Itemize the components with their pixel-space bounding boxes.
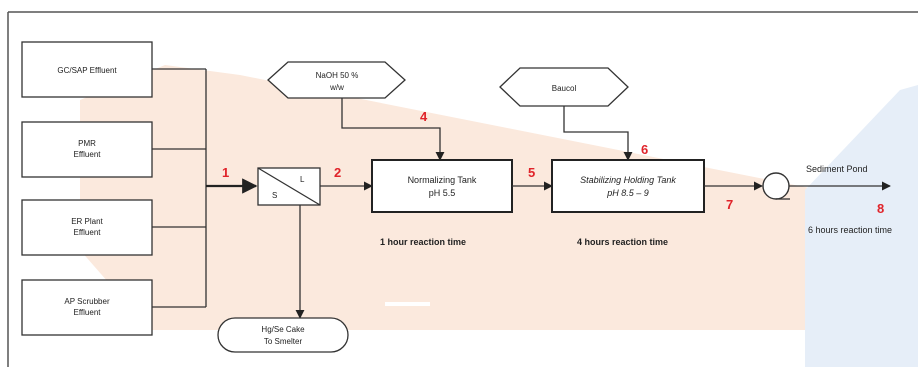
separator-box: L S [257, 167, 321, 206]
normalizing-tank-label: Normalizing Tank [408, 175, 477, 185]
separator-label-s: S [272, 191, 277, 200]
step-number-7: 7 [726, 197, 733, 212]
pump-icon [762, 172, 790, 200]
baucol-label: Baucol [552, 84, 577, 93]
stabilizing-tank-ph: pH 8.5 – 9 [606, 188, 649, 198]
step-number-2: 2 [334, 165, 341, 180]
normalizing-tank-box: Normalizing Tank pH 5.5 [371, 159, 513, 213]
naoh-dosing-hexagon: NaOH 50 % w/w [267, 61, 406, 99]
merge-lines [152, 68, 258, 308]
separator-label-l: L [300, 175, 305, 184]
source-label-ap-scrubber: AP Scrubber [64, 297, 110, 306]
source-label-pmr: PMR [78, 139, 96, 148]
naoh-label-1: NaOH 50 % [316, 71, 359, 80]
naoh-label-2: w/w [329, 83, 344, 92]
baucol-dosing-hexagon: Baucol [499, 67, 629, 107]
step-number-1: 1 [222, 165, 229, 180]
source-box-gc-sap: GC/SAP Effluent [21, 41, 153, 98]
background-mark [385, 302, 430, 306]
step-number-4: 4 [420, 109, 428, 124]
pond-background-shape [805, 85, 918, 367]
cake-label-1: Hg/Se Cake [261, 325, 305, 334]
sediment-reaction-time: 6 hours reaction time [808, 225, 892, 235]
stabilizing-tank-box: Stabilizing Holding Tank pH 8.5 – 9 [551, 159, 705, 213]
cake-label-2: To Smelter [264, 337, 303, 346]
step-number-8: 8 [877, 201, 884, 216]
normalizing-reaction-time: 1 hour reaction time [380, 237, 466, 247]
stabilizing-tank-label: Stabilizing Holding Tank [580, 175, 676, 185]
normalizing-tank-ph: pH 5.5 [429, 188, 456, 198]
source-box-er-plant: ER Plant Effluent [21, 199, 153, 256]
step-number-5: 5 [528, 165, 535, 180]
source-label-gc-sap: GC/SAP Effluent [57, 66, 117, 75]
cake-terminal: Hg/Se Cake To Smelter [217, 317, 349, 353]
source-label-pmr-2: Effluent [74, 150, 102, 159]
baucol-feed-line [563, 106, 633, 161]
naoh-feed-line [341, 98, 445, 161]
step-number-6: 6 [641, 142, 648, 157]
stabilizing-reaction-time: 4 hours reaction time [577, 237, 668, 247]
source-label-ap-scrubber-2: Effluent [74, 308, 102, 317]
source-label-er-plant-2: Effluent [74, 228, 102, 237]
source-label-er-plant: ER Plant [71, 217, 103, 226]
source-box-ap-scrubber: AP Scrubber Effluent [21, 279, 153, 336]
source-box-pmr: PMR Effluent [21, 121, 153, 178]
sediment-pond-label: Sediment Pond [806, 164, 868, 174]
